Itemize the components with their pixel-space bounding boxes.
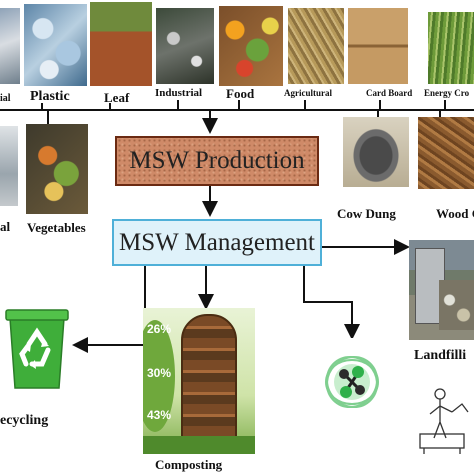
compost-stat-2: 30% [147,366,172,380]
arrow-to-recycling [72,264,146,353]
compost-stat-1: 26% [147,322,172,336]
label-source-partial: ial [0,93,11,104]
cardboard-photo [348,8,408,84]
label-industrial: Industrial [155,87,203,99]
energy-molecule-icon [320,338,384,422]
landfill-debris [439,280,474,330]
compost-bin-shape [181,314,237,442]
label-leaf: Leaf [104,90,130,105]
label-cow-dung: Cow Dung [337,206,396,221]
label-recycling: ecycling [0,413,49,428]
vegetables-photo [26,124,88,214]
leaf-photo [90,2,152,86]
compost-leaf-shape [143,320,175,432]
cow-dung-photo [343,117,409,187]
label-wood: Wood C [436,206,474,221]
msw-production-box: MSW Production [115,136,319,186]
label-landfilling: Landfilli [414,348,467,363]
compost-stat-3: 43% [147,408,172,422]
arrow-to-energy [303,264,360,340]
food-photo [219,6,283,86]
agricultural-photo [288,8,344,84]
label-energy-crop: Energy Cro [424,88,470,98]
label-cardboard: Card Board [366,88,413,98]
label-partial: al [0,219,11,234]
compost-ground [143,436,255,454]
landfill-photo [409,240,474,340]
label-vegetables: Vegetables [27,220,86,235]
label-food: Food [226,86,255,101]
label-composting: Composting [155,457,223,472]
recycle-bin-icon [5,309,69,389]
energy-crop-photo [428,12,474,84]
label-agricultural: Agricultural [284,88,332,98]
plastic-photo [24,4,87,86]
label-plastic: Plastic [30,89,70,104]
industrial-photo [156,8,214,84]
composting-poster: 26% 30% 43% [143,308,255,454]
msw-management-box: MSW Management [112,219,322,266]
wood-photo [418,117,474,189]
mixed-waste-photo [0,8,20,84]
worker-sketch-icon [419,388,469,454]
partial-waste-photo [0,126,18,206]
